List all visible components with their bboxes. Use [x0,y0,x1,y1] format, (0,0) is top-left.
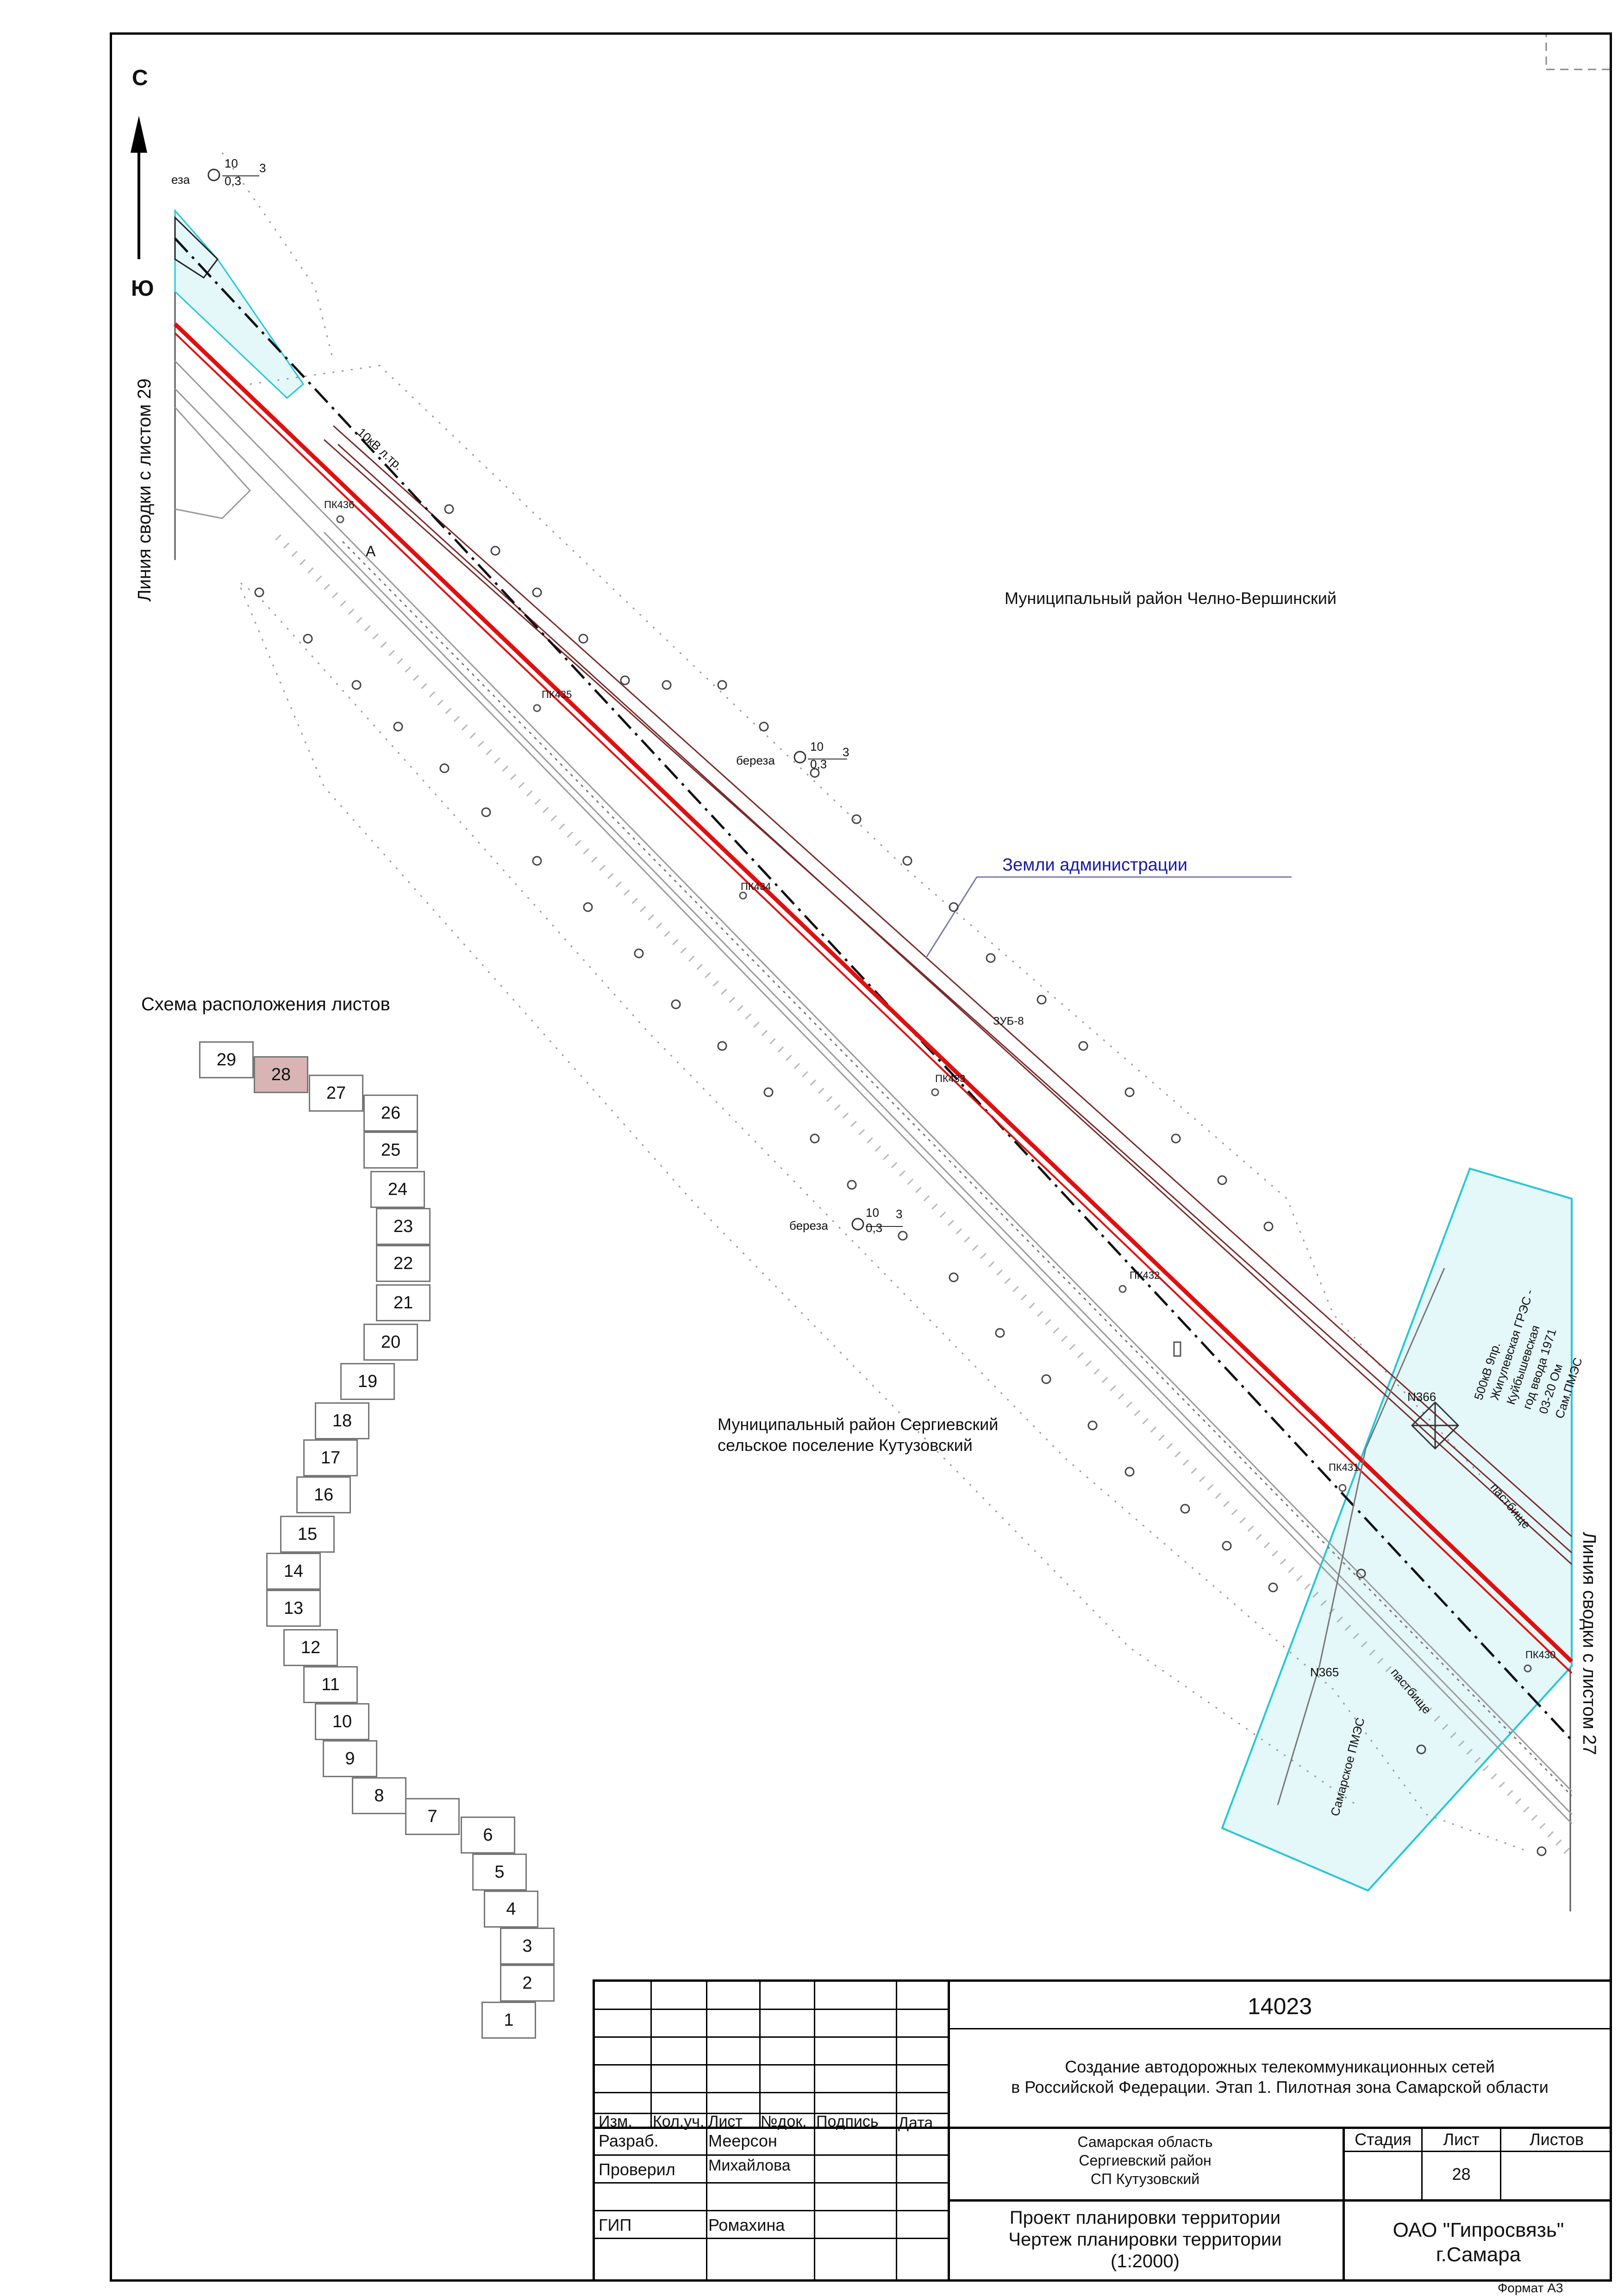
format-label: Формат А3 [1498,2281,1563,2295]
tree-label-mid: береза [736,753,775,767]
sheet-box-3: 3 [500,1928,555,1965]
tree-count: 3 [896,1207,903,1221]
pole-n365: N365 [1310,1665,1339,1679]
tree-height: 10 [810,740,824,753]
tree-icon [793,751,806,764]
title-block: Изм. Кол.уч. Лист №док. Подпись Дата Раз… [593,1979,1612,2282]
name-checker: Михайлова [708,2157,791,2174]
sheet-box-21: 21 [376,1284,431,1321]
tree-diameter: 0,3 [810,757,827,771]
location-2: Сергиевский район [1079,2152,1212,2169]
sheet-label: Лист [1443,2130,1480,2149]
sheet-box-22: 22 [376,1245,431,1282]
project-code: 14023 [1247,1993,1312,2019]
sheet-box-11: 11 [303,1666,358,1703]
picket-label: ПК435 [542,689,572,700]
picket-label: ПК436 [324,499,355,510]
picket-label: ПК431 [1329,1462,1359,1473]
sheet-box-16: 16 [296,1476,351,1513]
col-kolvo: Кол.уч. [653,2113,705,2130]
picket-label: ПК432 [1130,1269,1160,1281]
sheet-box-14: 14 [266,1553,321,1590]
location-3: СП Кутузовский [1090,2171,1200,2187]
tree-height: 10 [225,156,238,170]
sheet-number: 28 [1452,2165,1471,2184]
name-gip: Ромахина [708,2215,785,2234]
tree-icon [851,1218,864,1231]
sheet-box-15: 15 [280,1516,335,1553]
name-developer: Меерсон [708,2131,777,2150]
col-list: Лист [708,2113,743,2130]
col-podpis: Подпись [816,2113,879,2130]
sheet-box-17: 17 [303,1439,358,1476]
sheet-box-28: 28 [254,1056,308,1093]
drawing-title-3: (1:2000) [1111,2251,1180,2271]
sheet-box-6: 6 [461,1817,515,1854]
tree-label-low: береза [789,1219,828,1232]
sheet-box-20: 20 [363,1324,418,1361]
col-data: Дата [898,2114,933,2132]
tree-height: 10 [866,1206,879,1220]
project-title-2: в Российской Федерации. Этап 1. Пилотная… [1011,2078,1549,2097]
sheet-box-19: 19 [340,1363,395,1400]
tree-count: 3 [259,161,266,175]
cyan-zone-south [1221,1167,1573,1892]
sheet-box-2: 2 [500,1965,555,2002]
sheet-box-12: 12 [283,1629,338,1666]
sheet-box-25: 25 [363,1132,418,1169]
role-developer: Разраб. [599,2131,659,2150]
tree-icon [207,168,220,181]
north-label: С [132,66,148,90]
tree-count: 3 [843,745,849,759]
tree-label-top: еза [171,173,190,187]
col-ndok: №док. [761,2113,807,2130]
cyan-zone-north [174,209,304,399]
sheet-box-9: 9 [323,1740,377,1777]
location-1: Самарская область [1077,2134,1213,2150]
drawing-title-2: Чертеж планировки территории [1008,2229,1282,2250]
sheet-box-13: 13 [266,1590,321,1627]
sheet-box-18: 18 [315,1402,369,1439]
sheet-box-8: 8 [352,1777,406,1814]
role-gip: ГИП [599,2215,632,2234]
road-letter: А [366,543,376,560]
district-south-label-2: сельское поселение Кутузовский [718,1436,973,1455]
zub-label: ЗУБ-8 [993,1015,1024,1027]
tree-diameter: 0,3 [225,174,242,188]
sheet-box-24: 24 [370,1171,425,1208]
sheet-box-23: 23 [376,1208,431,1245]
north-arrow-icon [131,116,147,259]
picket-label: ПК433 [935,1073,966,1084]
org-city: г.Самара [1436,2243,1521,2266]
sheet-box-1: 1 [481,2002,536,2039]
col-izm: Изм. [599,2113,632,2130]
stage-label: Стадия [1355,2130,1412,2149]
role-checker: Проверил [599,2160,675,2179]
match-line-left: Линия сводки с листом 29 [134,378,155,602]
sheet-box-4: 4 [484,1891,538,1928]
drawing-frame [110,32,1612,2282]
sheet-box-7: 7 [405,1798,460,1835]
sheet-box-26: 26 [363,1095,418,1132]
sheet-box-5: 5 [472,1854,527,1891]
admin-lands-label: Земли администрации [1002,855,1187,875]
picket-label: ПК430 [1525,1649,1556,1661]
tree-diameter: 0,3 [866,1221,883,1235]
picket-label: ПК434 [741,881,771,892]
pole-n366: N366 [1407,1390,1437,1404]
drawing-title-1: Проект планировки территории [1009,2208,1281,2228]
sheets-label: Листов [1530,2130,1584,2149]
sheet-layout-title: Схема расположения листов [141,994,390,1014]
org-name: ОАО "Гипросвязь" [1393,2219,1564,2241]
sheet-box-10: 10 [315,1703,369,1740]
match-line-right: Линия сводки с листом 27 [1579,1532,1599,1755]
district-north-label: Муниципальный район Челно-Вершинский [1005,589,1337,608]
south-label: Ю [131,276,154,301]
sheet-box-29: 29 [199,1041,254,1078]
district-south-label-1: Муниципальный район Сергиевский [718,1415,999,1434]
sheet-box-27: 27 [309,1075,363,1112]
project-title-1: Создание автодорожных телекоммуникационн… [1065,2057,1495,2076]
